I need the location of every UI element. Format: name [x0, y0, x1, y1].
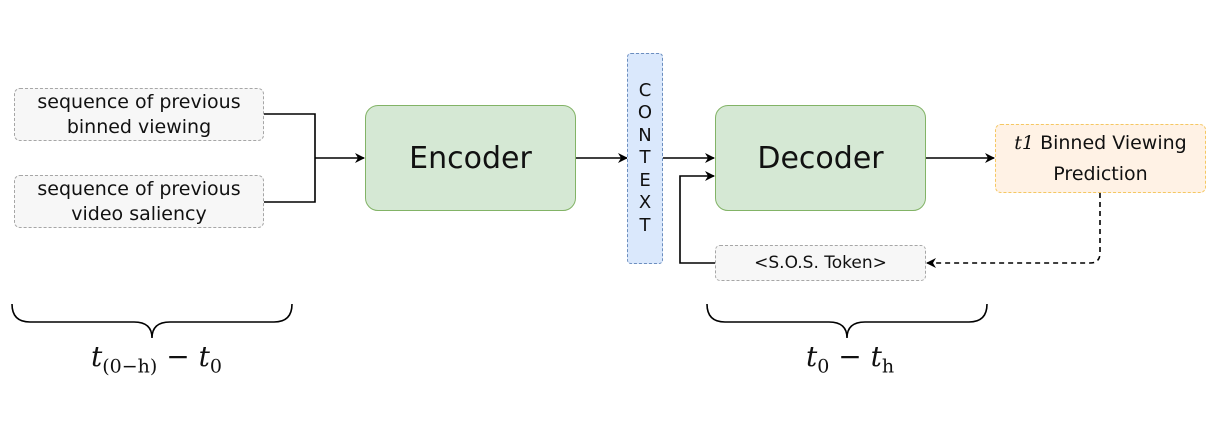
prediction-output: t1 Binned Viewing Prediction — [995, 124, 1206, 193]
prediction-t-symbol: t — [1014, 131, 1022, 154]
context-letter: N — [638, 124, 652, 146]
time-symbol: t — [806, 340, 818, 373]
time-subscript: h — [881, 355, 895, 378]
context-vector: C O N T E X T — [627, 53, 663, 264]
previous-viewing-label: sequence of previous binned viewing — [37, 90, 241, 138]
saliency-connector — [263, 158, 316, 203]
context-letter: T — [639, 214, 651, 236]
encoder-block: Encoder — [365, 105, 576, 211]
range-dash: − — [829, 340, 871, 373]
time-subscript: 0 — [817, 355, 830, 378]
time-symbol: t — [198, 340, 210, 373]
encoder-label: Encoder — [409, 140, 532, 176]
time-symbol: t — [91, 340, 103, 373]
prediction-t-subscript: 1 — [1021, 131, 1035, 154]
decoder-time-range: t0 − th — [806, 340, 894, 378]
encoder-range-brace — [11, 303, 293, 339]
context-letter: E — [639, 169, 651, 191]
decoder-block: Decoder — [715, 105, 926, 211]
previous-viewing-input: sequence of previous binned viewing — [14, 88, 264, 141]
time-symbol: t — [870, 340, 882, 373]
previous-saliency-label: sequence of previous video saliency — [37, 177, 241, 225]
context-letter: C — [638, 79, 652, 101]
decoder-label: Decoder — [757, 140, 884, 176]
prediction-text: t1 Binned Viewing Prediction — [996, 128, 1205, 190]
previous-saliency-input: sequence of previous video saliency — [14, 175, 264, 228]
context-letter: T — [639, 147, 651, 169]
sos-to-decoder-arrow — [679, 171, 715, 264]
viewing-connector — [263, 113, 316, 158]
sos-token: <S.O.S. Token> — [715, 245, 926, 281]
decoder-range-brace — [706, 303, 988, 339]
time-subscript: (0−h) — [102, 355, 158, 378]
encoder-time-range: t(0−h) − t0 — [91, 340, 222, 378]
prediction-feedback-arrow — [926, 193, 1101, 268]
context-letter: O — [637, 102, 653, 124]
range-dash: − — [157, 340, 199, 373]
time-subscript: 0 — [209, 355, 222, 378]
sos-token-label: <S.O.S. Token> — [754, 253, 887, 273]
context-letter: X — [638, 192, 652, 214]
prediction-label: Binned Viewing Prediction — [1040, 131, 1187, 185]
